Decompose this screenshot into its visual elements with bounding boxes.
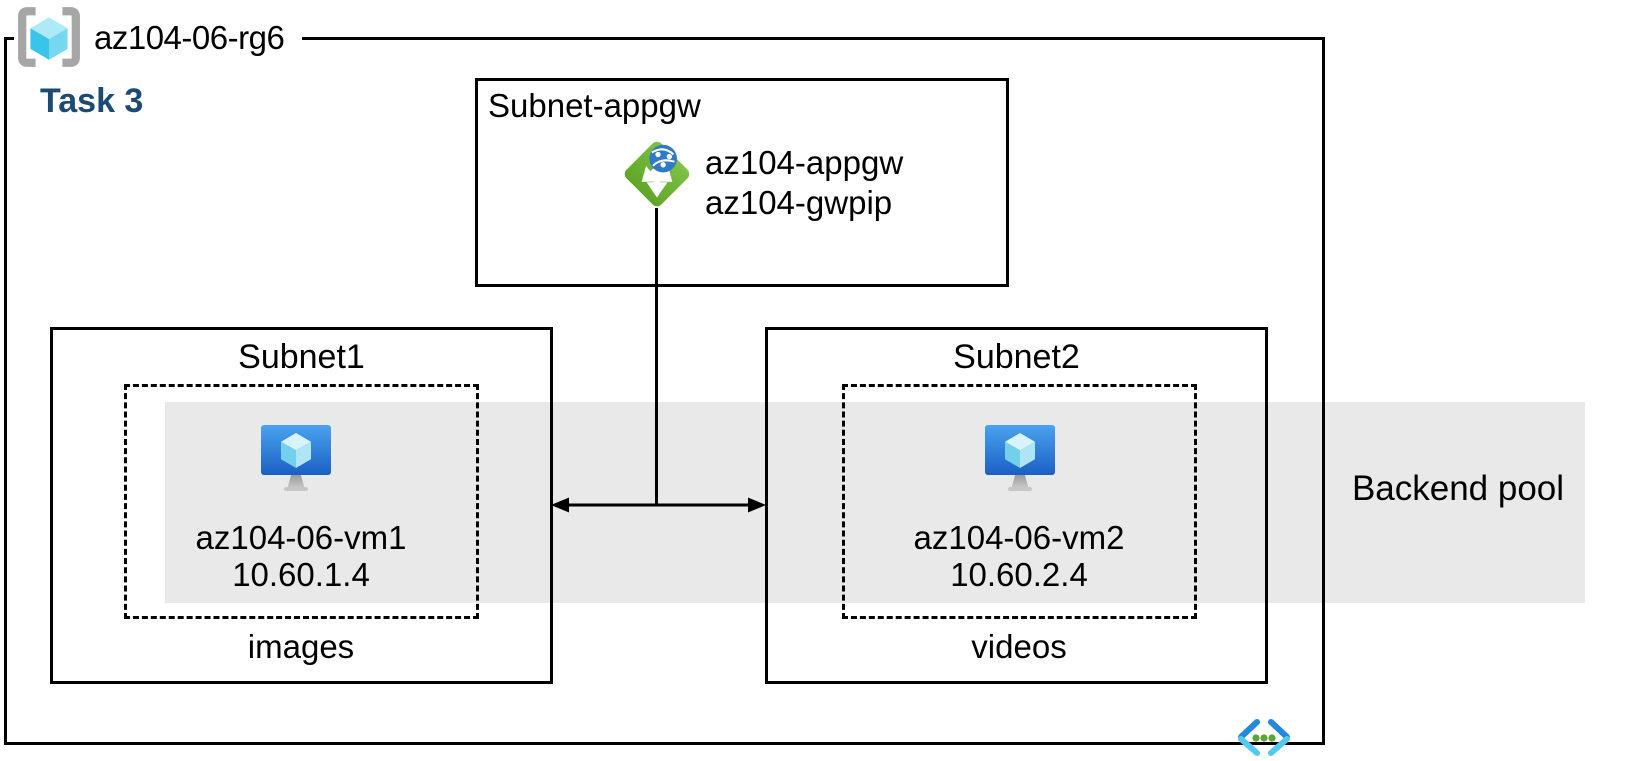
vm2-ip: 10.60.2.4 — [950, 556, 1088, 593]
subnet-appgw-label: Subnet-appgw — [488, 87, 701, 124]
gateway-pip: az104-gwpip — [705, 184, 893, 221]
virtual-machine-icon — [261, 425, 331, 491]
resource-group-label: az104-06-rg6 — [94, 19, 285, 56]
application-gateway-icon — [624, 141, 690, 207]
vm2-labels: az104-06-vm2 10.60.2.4 — [869, 519, 1169, 593]
backend-pool-label: Backend pool — [1351, 469, 1565, 508]
resource-group-border-gap — [14, 31, 302, 44]
gateway-name: az104-appgw — [705, 144, 904, 181]
vm1-labels: az104-06-vm1 10.60.1.4 — [151, 519, 451, 593]
virtual-network-icon — [1238, 719, 1290, 756]
resource-group-icon — [18, 7, 80, 67]
virtual-machine-icon — [985, 425, 1055, 491]
backend-pool-band — [165, 402, 1585, 603]
subnet2-box: Subnet2 — [765, 327, 1268, 684]
gateway-connector-line — [655, 208, 658, 506]
subnet1-box: Subnet1 — [50, 327, 553, 684]
subnet1-backend-dashed-box — [124, 384, 479, 619]
subnet2-backend-dashed-box — [842, 384, 1197, 619]
vm2-name: az104-06-vm2 — [913, 519, 1125, 556]
subnet-double-arrow — [551, 497, 766, 513]
subnet1-caption: images — [247, 628, 355, 665]
vm1-name: az104-06-vm1 — [195, 519, 407, 556]
vm1-ip: 10.60.1.4 — [232, 556, 370, 593]
task-label: Task 3 — [40, 82, 144, 120]
subnet1-label: Subnet1 — [238, 338, 365, 376]
subnet2-label: Subnet2 — [953, 338, 1080, 376]
resource-group-box — [4, 37, 1325, 745]
gateway-labels: az104-appgw az104-gwpip — [705, 143, 903, 223]
subnet-appgw-box: Subnet-appgw — [475, 78, 1009, 287]
subnet2-caption: videos — [971, 628, 1067, 665]
